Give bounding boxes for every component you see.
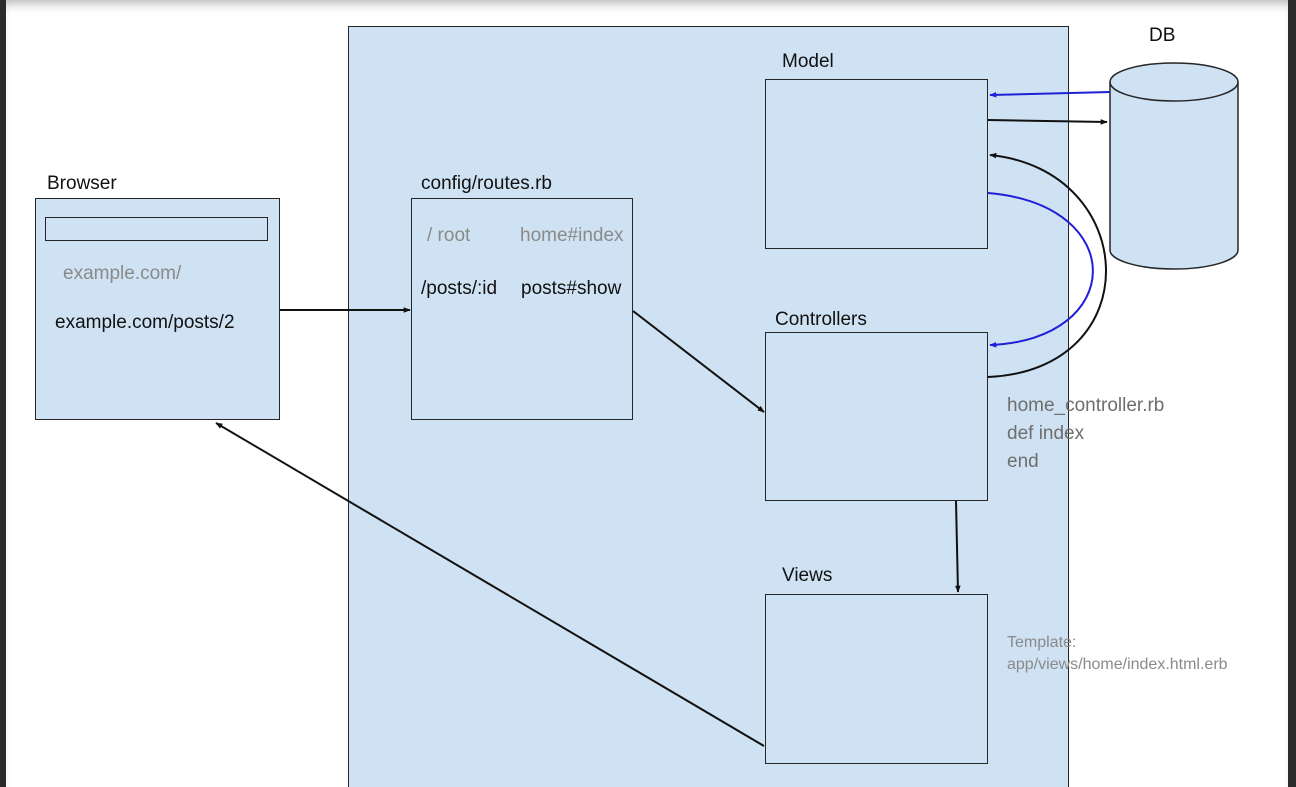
arrow-controllers-to-model (987, 152, 1107, 378)
browser-url-root: example.com/ (63, 263, 182, 284)
routes-title: config/routes.rb (421, 173, 552, 194)
browser-title: Browser (47, 173, 117, 194)
route-path-root: / root (427, 225, 471, 246)
arrow-routes-to-controllers (632, 310, 765, 413)
arrow-controllers-to-views (955, 500, 961, 593)
route-action-root: home#index (520, 225, 624, 246)
arrow-model-to-controllers (987, 192, 1094, 348)
routes-box (411, 198, 633, 420)
controller-end-line: end (1007, 451, 1039, 472)
route-path-posts: /posts/:id (421, 278, 498, 299)
arrow-model-to-db (987, 119, 1108, 125)
template-annotation: Template: app/views/home/index.html.erb (1007, 632, 1228, 676)
browser-url-post: example.com/posts/2 (55, 312, 235, 333)
db-cylinder (1109, 62, 1239, 270)
route-action-posts: posts#show (521, 278, 622, 299)
controller-code-annotation: home_controller.rb def index end (1007, 392, 1164, 476)
controllers-title: Controllers (775, 309, 867, 330)
controller-def-line: def index (1007, 423, 1085, 444)
controller-filename: home_controller.rb (1007, 395, 1165, 416)
arrow-db-to-model (989, 91, 1111, 98)
arrow-views-to-browser (215, 422, 765, 747)
model-title: Model (782, 51, 834, 72)
controllers-box (765, 332, 988, 501)
template-label: Template: (1007, 634, 1077, 651)
browser-address-bar (45, 217, 268, 241)
model-box (765, 79, 988, 249)
template-path: app/views/home/index.html.erb (1007, 656, 1228, 673)
views-box (765, 594, 988, 764)
views-title: Views (782, 565, 833, 586)
db-title: DB (1149, 25, 1176, 46)
